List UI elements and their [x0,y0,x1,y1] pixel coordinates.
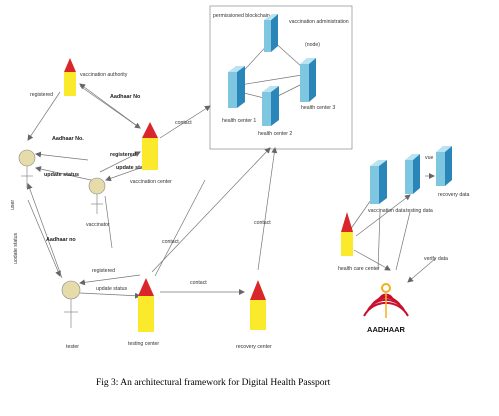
edge-label-contact: contact [175,120,192,126]
edge-label-registered: registered [110,152,136,158]
edge-label-verify-data: verify data [424,256,448,262]
blockchain-box: permissioned blockchain vaccination admi… [209,5,353,150]
edge-label-registered: registered [30,92,53,98]
vaccinator-figure-icon [88,177,106,214]
vaccination-administration-label: vaccination administration [289,19,349,25]
recovery-data-label: recovery data [438,192,470,198]
recovery-center-label: recovery center [236,344,272,350]
edge-label-update-status: update status [96,286,128,292]
health-center-3-label: health center 3 [301,105,335,111]
edge-label-aadhaar-no: Aadhaar No [110,94,141,100]
vaccination-data-label: vaccination data [368,208,406,214]
recovery-data-cube-icon [436,146,452,186]
edge-label-aadhaar-no: Aadhaar No. [52,136,84,142]
blockchain-node-icon [264,14,278,52]
edge-label-registered: registered [92,268,115,274]
user-figure-icon [18,149,36,188]
health-center-2-cube-icon [262,86,279,126]
aadhaar-logo: AADHAAR [363,283,409,334]
testing-center-label: testing center [128,341,159,347]
tester-label: tester [66,344,79,350]
vaccination-data-cube-icon [370,160,387,204]
aadhaar-logo-text: AADHAAR [367,325,405,334]
edge-label-contact: contact [254,220,271,226]
tester-figure-icon [61,280,81,328]
vaccination-authority-label: vaccination authority [80,72,128,78]
recovery-center-house-icon [250,280,266,330]
edge-label-vue: vue [425,155,433,161]
vaccinator-label: vaccinator [86,222,110,228]
edge-label-contact: contact [162,239,179,245]
testing-center-house-icon [138,278,154,332]
user-label: user [10,200,16,210]
vaccination-center-house-icon [142,122,158,170]
health-center-2-label: health center 2 [258,131,292,137]
testing-data-cube-icon [405,154,420,194]
blockchain-title: permissioned blockchain [213,13,270,19]
edge-label-update-status: update status [116,165,151,171]
edge-label-update-status: update status [44,172,79,178]
vaccination-authority-house-icon [64,58,76,96]
health-care-center-label: health care center [338,266,380,272]
edge-label-update-status: uodate status [13,232,19,264]
node-label: (node) [305,42,320,48]
health-center-3-cube-icon [300,58,316,102]
health-center-1-label: health center 1 [222,118,256,124]
figure-caption: Fig 3: An architectural framework for Di… [96,377,331,388]
vaccination-center-label: vaccination center [130,179,172,185]
edges [26,83,437,299]
edge-label-contact: contact [190,280,207,286]
edge-labels: registered Aadhaar No contact Aadhaar No… [13,92,448,292]
edge-label-aadhaar-no: Aadhaar no [46,237,76,243]
health-care-center-house-icon [341,212,353,256]
health-center-1-cube-icon [228,66,245,108]
testing-data-label: testing data [406,208,433,214]
